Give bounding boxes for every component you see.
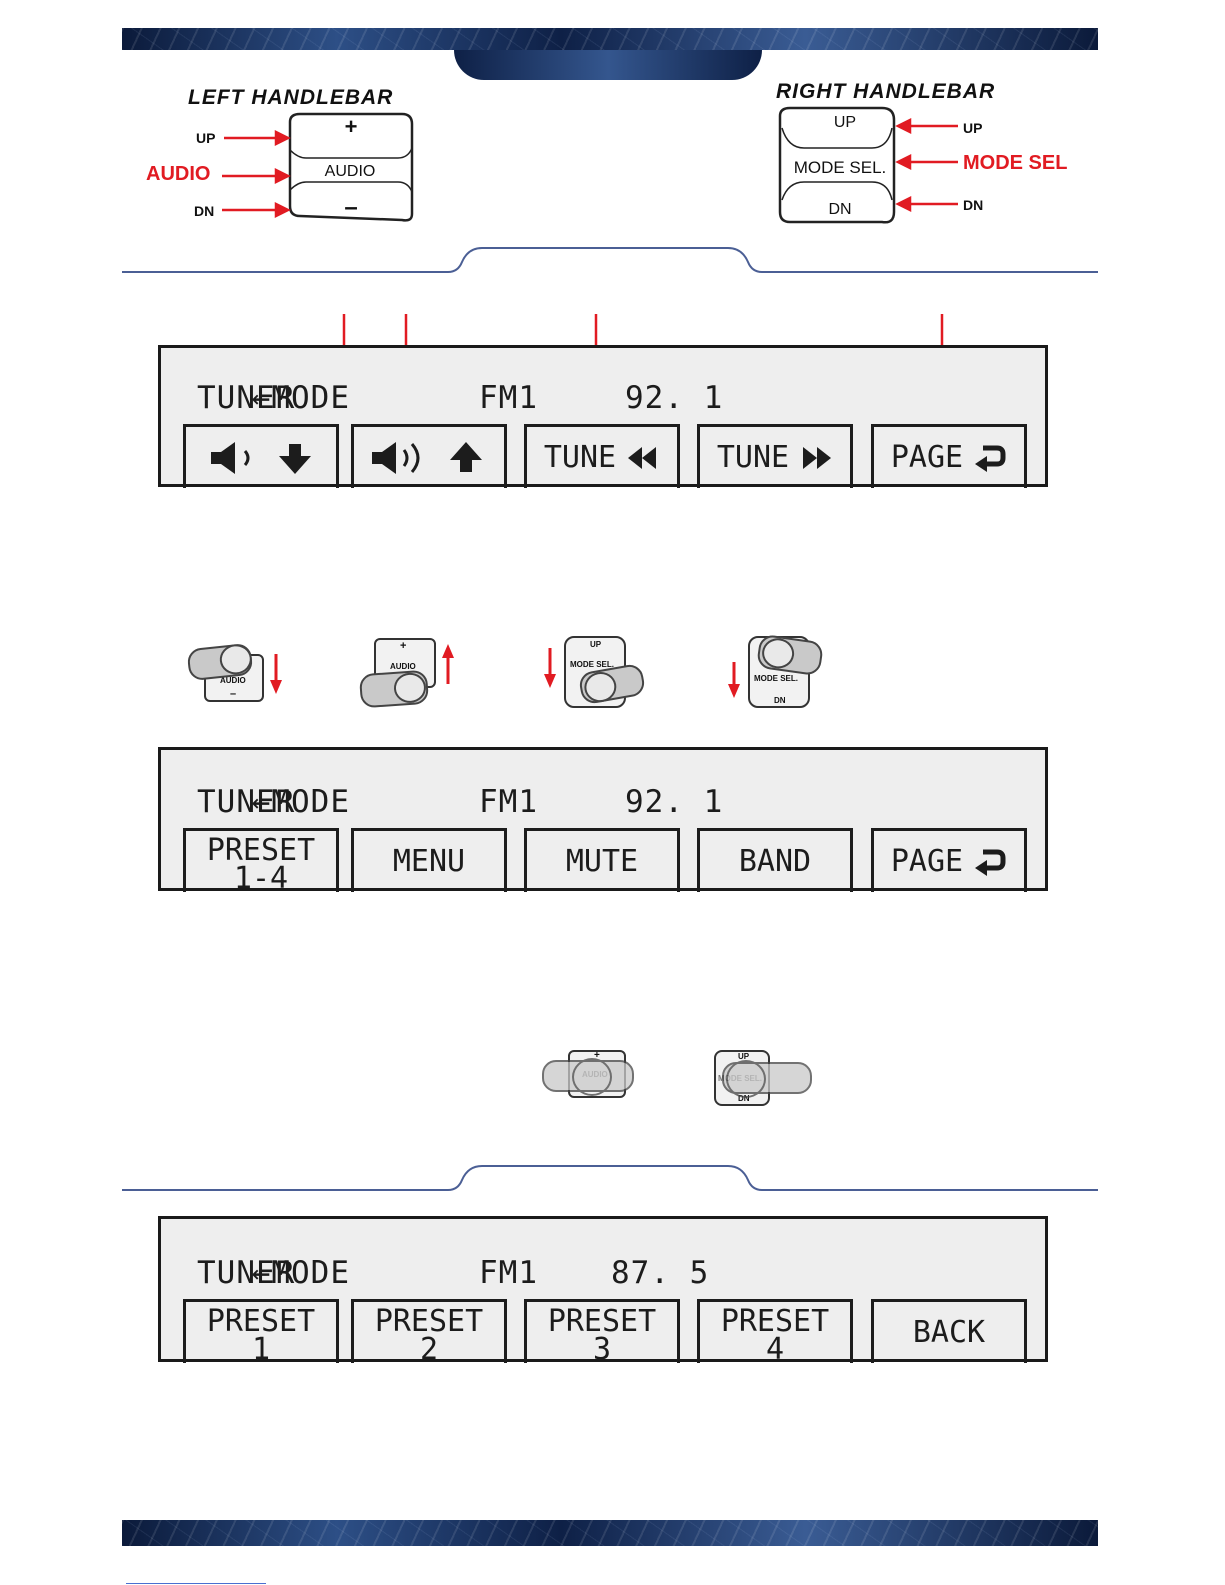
gesture-mode-sel-up: UP MODE SEL.: [540, 634, 650, 714]
right-up-arrow: [895, 117, 958, 135]
right-button-dn: DN: [828, 201, 852, 218]
right-handlebar-title: RIGHT HANDLEBAR: [776, 80, 996, 103]
header-tab: [454, 50, 762, 80]
left-button-minus: –: [344, 194, 358, 221]
arrow-down-icon: [728, 662, 740, 698]
left-button-plus: +: [344, 114, 358, 139]
lcd-band: FM1: [479, 1255, 538, 1291]
left-audio-arrow: [222, 167, 291, 185]
right-mode-sel-label: MODE SEL: [963, 152, 1068, 174]
gesture-audio-down: AUDIO –: [186, 640, 296, 710]
lcd-mode-row[interactable]: ←MODE: [251, 784, 350, 820]
lcd-source: TUNER: [197, 1255, 296, 1291]
lcd-mode-row[interactable]: ←MODE: [251, 1255, 350, 1291]
right-mode-sel-arrow: [895, 153, 958, 171]
back-arrow-icon: ←: [251, 380, 272, 416]
volume-up-icon: [372, 441, 482, 474]
right-up-label: UP: [963, 120, 983, 136]
softkey-volume-up[interactable]: [351, 424, 507, 488]
finger-icon: [722, 1060, 812, 1098]
gesture-mode-sel-down: MODE SEL. DN: [724, 632, 834, 712]
lcd-frequency: 87. 5: [611, 1255, 710, 1291]
softkey-preset-1[interactable]: PRESET 1: [183, 1299, 339, 1365]
lcd-frequency: 92. 1: [625, 380, 724, 416]
lcd-band: FM1: [479, 784, 538, 820]
back-arrow-icon: ←: [251, 784, 272, 820]
softkey-page[interactable]: PAGE: [871, 424, 1027, 488]
softkey-tune-back[interactable]: TUNE: [524, 424, 680, 488]
section-divider-2: [122, 1165, 1098, 1191]
section-divider-1: [122, 247, 1098, 273]
return-arrow-icon: [975, 849, 1006, 876]
right-dn-label: DN: [963, 197, 984, 213]
finger-icon: [358, 669, 430, 709]
back-arrow-icon: ←: [251, 1255, 272, 1291]
gesture-audio-up: + AUDIO: [358, 636, 468, 712]
left-dn-label: DN: [194, 203, 215, 219]
left-up-label: UP: [196, 130, 216, 146]
header-band: [122, 28, 1098, 50]
right-button-mode-sel: MODE SEL.: [793, 158, 887, 177]
arrow-down-icon: [544, 648, 556, 688]
softkey-mute[interactable]: MUTE: [524, 828, 680, 892]
lcd-screen-3: ←MODE TUNER FM1 87. 5 PRESET 1 PRESET 2 …: [158, 1216, 1048, 1365]
softkey-band[interactable]: BAND: [697, 828, 853, 892]
right-dn-arrow: [895, 195, 958, 213]
softkey-preset-3[interactable]: PRESET 3: [524, 1299, 680, 1365]
softkey-preset-1-4[interactable]: PRESET 1-4: [183, 828, 339, 894]
footer-link-underline: [126, 1583, 266, 1584]
left-audio-label: AUDIO: [146, 163, 211, 185]
volume-down-icon: [211, 441, 311, 474]
softkey-menu[interactable]: MENU: [351, 828, 507, 892]
finger-icon: [542, 1058, 634, 1096]
gesture-mode-sel-press: UP MODE SEL. DN: [708, 1048, 812, 1108]
rewind-icon: [628, 446, 657, 469]
arrow-down-icon: [270, 654, 282, 694]
lcd-mode-row[interactable]: ←MODE: [251, 380, 350, 416]
left-up-arrow: [224, 129, 291, 147]
lcd-source: TUNER: [197, 784, 296, 820]
lcd-frequency: 92. 1: [625, 784, 724, 820]
softkey-volume-down[interactable]: [183, 424, 339, 488]
gesture-audio-press: + AUDIO: [540, 1046, 640, 1102]
softkey-preset-4[interactable]: PRESET 4: [697, 1299, 853, 1365]
lcd-source: TUNER: [197, 380, 296, 416]
softkey-preset-2[interactable]: PRESET 2: [351, 1299, 507, 1365]
left-button-audio: AUDIO: [324, 163, 376, 180]
left-handlebar-title: LEFT HANDLEBAR: [188, 86, 394, 109]
fast-forward-icon: [803, 446, 832, 469]
left-handlebar-diagram: [222, 112, 414, 222]
softkey-back[interactable]: BACK: [871, 1299, 1027, 1363]
softkey-tune-forward[interactable]: TUNE: [697, 424, 853, 488]
softkey-page[interactable]: PAGE: [871, 828, 1027, 892]
lcd-band: FM1: [479, 380, 538, 416]
lcd-screen-1: ←MODE TUNER FM1 92. 1 TUNE TUNE PAGE: [158, 345, 1048, 488]
lcd-screen-2: ←MODE TUNER FM1 92. 1 PRESET 1-4 MENU MU…: [158, 747, 1048, 894]
left-dn-arrow: [222, 201, 291, 219]
arrow-up-icon: [442, 644, 454, 684]
right-button-up: UP: [833, 114, 857, 131]
right-handlebar-diagram: [778, 106, 958, 224]
return-arrow-icon: [975, 445, 1006, 472]
footer-band: [122, 1520, 1098, 1546]
